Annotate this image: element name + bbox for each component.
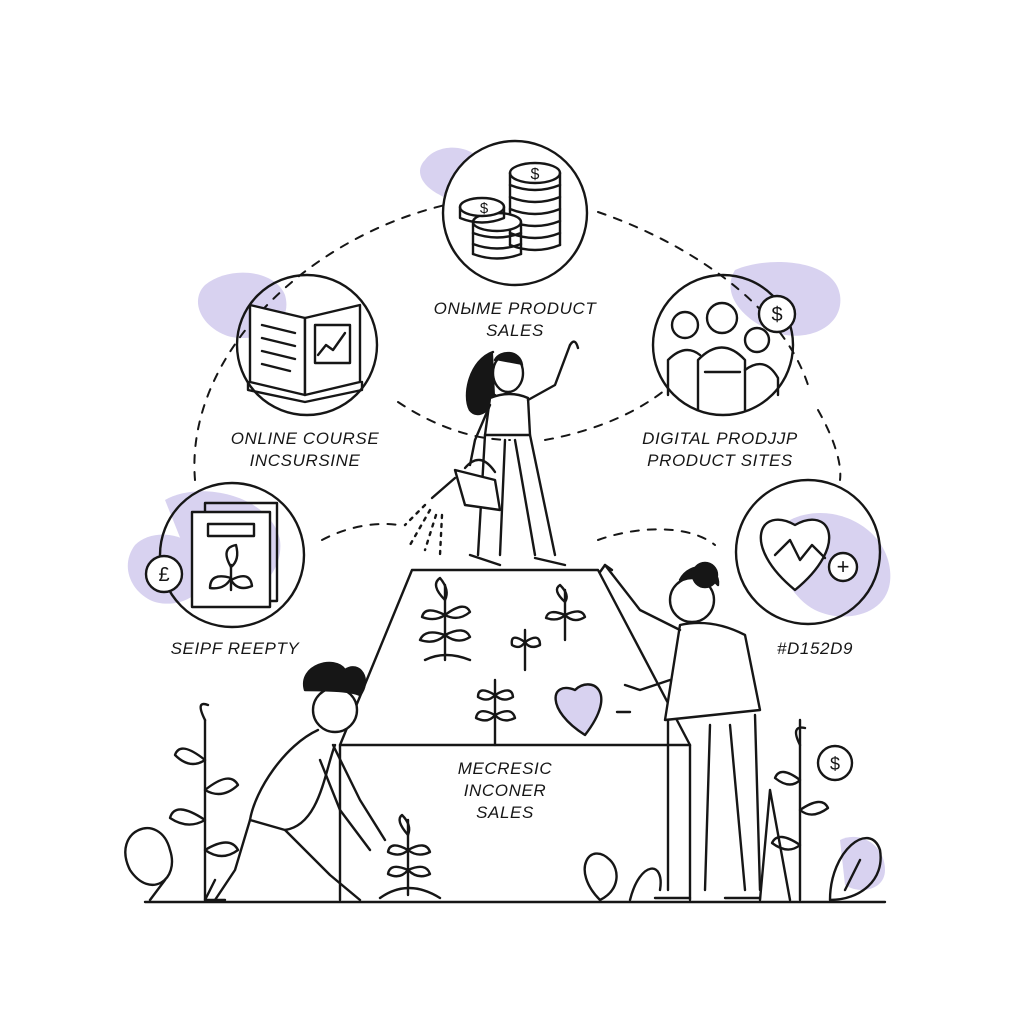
label-upper-right-line2: PRODUCT SITES [647,451,793,470]
label-lower-right: #D152D9 [735,638,895,660]
pound-symbol: £ [158,564,169,586]
node-upper-right-circle [651,273,795,417]
label-lower-left: SEIPF REEPTY [140,638,330,660]
node-upper-left-circle [235,273,379,417]
open-book-chart-icon [246,303,364,404]
plants-right [583,718,882,902]
plus-symbol: + [837,554,850,579]
label-upper-left-line2: INCSURSINE [249,451,361,470]
figure-standing [598,561,762,900]
label-upper-right: DIGITAL PRODJJP PRODUCT SITES [610,428,830,472]
label-center-line3: SALES [476,803,534,822]
figure-watering [403,340,580,567]
label-top-line2: SALES [486,321,544,340]
ground-dollar-symbol: $ [830,754,840,774]
seedlings [418,576,587,747]
figure-kneeling [203,661,387,902]
people-dollar-icon [666,294,797,412]
label-upper-left-line1: ONLINE COURSE [230,429,380,448]
label-lower-left-line1: SEIPF REEPTY [170,639,300,658]
sprout-ground [378,813,442,900]
node-lower-right-circle [734,478,882,626]
heart-icon [554,683,603,737]
node-lower-left-circle [158,481,306,629]
label-lower-right-line1: #D152D9 [776,639,854,658]
coin-symbol-2: $ [480,200,489,217]
label-top-line1: ONЫME PRODUCT [433,299,597,318]
coin-stack-icon [458,161,562,260]
coin-symbol-1: $ [531,166,540,183]
label-top: ONЫME PRODUCT SALES [415,298,615,342]
people-dollar-symbol: $ [771,304,782,326]
pyramid-plinth [338,568,692,902]
label-upper-right-line1: DIGITAL PRODJJP [642,429,798,448]
heart-plus-icon [759,518,859,592]
label-center-line1: MECRESIC [457,759,553,778]
document-plant-pound-icon [144,501,279,609]
label-upper-left: ONLINE COURSE INCSURSINE [200,428,410,472]
plants-left [124,702,240,902]
label-center: MECRESIC INCONER SALES [420,758,590,824]
label-center-line2: INCONER [463,781,547,800]
